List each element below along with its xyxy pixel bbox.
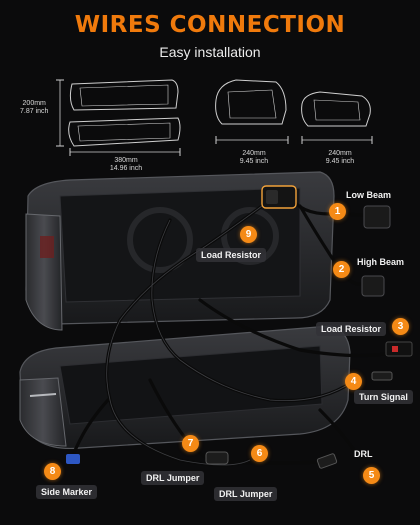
dimension-depth-b: 240mm 9.45 inch [325,150,355,165]
callout-badge-3: 3 [392,318,409,335]
callout-badge-1: 1 [329,203,346,220]
callout-label-turn-signal: Turn Signal [354,390,413,404]
dimension-drawing-side-a [215,79,289,144]
callout-badge-8: 8 [44,463,61,480]
lower-headlight [19,325,351,450]
callout-badge-2: 2 [333,261,350,278]
dimension-height: 200mm 7.87 inch [20,100,49,115]
callout-label-drl-jumper-left: DRL Jumper [141,471,205,485]
dimension-width: 380mm 14.96 inch [109,157,143,172]
callout-label-low-beam: Low Beam [346,190,392,200]
dimension-drawing-side-b [301,91,373,144]
callout-label-load-resistor-right: Load Resistor [316,322,387,336]
callout-label-load-resistor-left: Load Resistor [196,248,267,262]
callout-label-side-marker: Side Marker [36,485,98,499]
callout-badge-5: 5 [363,467,380,484]
dimension-drawing-front [56,79,181,156]
callout-label-drl-jumper-right: DRL Jumper [214,487,278,501]
connectors [66,185,413,469]
page-subtitle: Easy installation [159,44,261,60]
callout-badge-9: 9 [240,226,257,243]
callout-label-high-beam: High Beam [357,257,405,267]
callout-label-drl: DRL [354,449,373,459]
page-title: WIRES CONNECTION [74,12,346,38]
upper-headlight [25,171,335,331]
callout-badge-6: 6 [251,445,268,462]
callout-badge-4: 4 [345,373,362,390]
callout-badge-7: 7 [182,435,199,452]
dimension-depth-a: 240mm 9.45 inch [239,150,269,165]
wire-highlights [106,199,353,466]
